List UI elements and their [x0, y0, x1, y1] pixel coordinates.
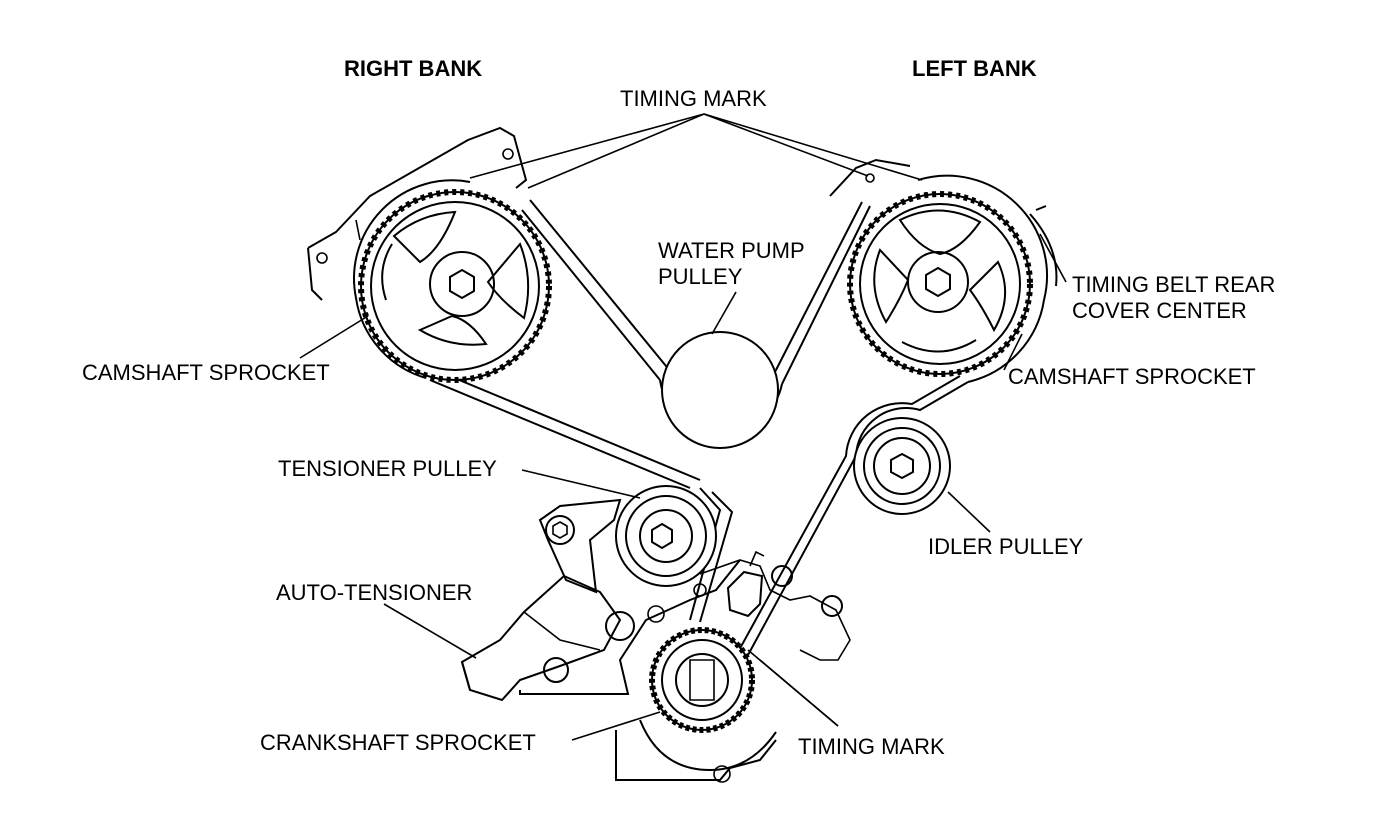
timing-belt-rear-cover — [829, 158, 1058, 287]
label-camshaft-sprocket-right: CAMSHAFT SPROCKET — [1008, 364, 1256, 389]
leader-lines — [299, 113, 1067, 741]
label-idler-pulley: IDLER PULLEY — [928, 534, 1084, 559]
water-pump-pulley — [661, 331, 779, 449]
label-timing-mark-bottom: TIMING MARK — [798, 734, 945, 759]
tensioner-pulley — [615, 485, 717, 587]
label-water-pump-line2: PULLEY — [658, 264, 743, 289]
label-auto-tensioner: AUTO-TENSIONER — [276, 580, 472, 605]
engine-block-lower — [460, 498, 851, 783]
right-bank-camshaft-sprocket — [358, 189, 552, 383]
label-tensioner-pulley: TENSIONER PULLEY — [278, 456, 497, 481]
label-timing-mark-top: TIMING MARK — [620, 86, 767, 111]
label-rear-cover-line1: TIMING BELT REAR — [1072, 272, 1275, 297]
label-water-pump-line1: WATER PUMP — [658, 238, 805, 263]
label-right-bank: RIGHT BANK — [344, 56, 482, 81]
label-left-bank: LEFT BANK — [912, 56, 1037, 81]
left-bank-camshaft-sprocket — [847, 191, 1033, 377]
labels: RIGHT BANK LEFT BANK TIMING MARK WATER P… — [82, 56, 1275, 759]
label-rear-cover-line2: COVER CENTER — [1072, 298, 1247, 323]
idler-pulley — [853, 417, 951, 515]
label-camshaft-sprocket-left: CAMSHAFT SPROCKET — [82, 360, 330, 385]
label-crankshaft-sprocket: CRANKSHAFT SPROCKET — [260, 730, 536, 755]
right-bank-bracket — [307, 126, 528, 301]
crankshaft-sprocket — [649, 627, 755, 733]
